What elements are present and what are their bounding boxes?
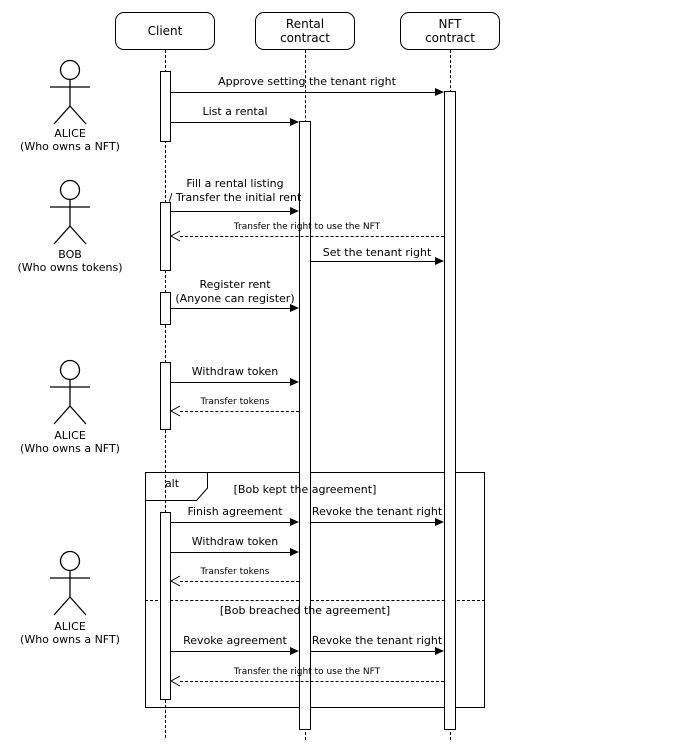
revoke-tenant-message-line [311,651,436,652]
participant-box-client: Client [115,12,215,50]
activation-bar-client-2 [160,202,171,271]
transfer-right-message-label: Transfer the right to use the NFT [233,222,381,232]
transfer-right-message-line [180,681,444,682]
transfer-tokens-message-line [180,411,299,412]
withdraw-token-message-line [171,552,291,553]
activation-bar-nft-contract [444,91,456,730]
finish-agreement-message-label: Finish agreement [187,505,283,518]
fill-listing-message-line [171,211,291,212]
open-arrowhead-icon [170,675,181,687]
transfer-tokens-message-label: Transfer tokens [200,567,270,577]
fill-listing-message-label: Fill a rental listing / Transfer the ini… [168,177,302,204]
actor-bob-icon [50,179,90,245]
filled-arrowhead-icon [290,304,299,312]
filled-arrowhead-icon [290,207,299,215]
alt-operator-pentagon-icon [145,472,208,501]
activation-bar-client-5 [160,512,171,700]
alt-fragment-frame [145,472,485,708]
open-arrowhead-icon [170,405,181,417]
participant-box-nft-contract: NFT contract [400,12,500,50]
finish-agreement-message-line [171,522,291,523]
filled-arrowhead-icon [435,88,444,96]
register-rent-message-line [171,308,291,309]
filled-arrowhead-icon [290,647,299,655]
revoke-agreement-message-label: Revoke agreement [183,634,287,647]
open-arrowhead-icon [170,575,181,587]
actor-name-label: BOB [58,248,82,261]
transfer-tokens-message-label: Transfer tokens [200,397,270,407]
list-rental-message-label: List a rental [202,105,268,118]
revoke-agreement-message-line [171,651,291,652]
filled-arrowhead-icon [435,518,444,526]
participant-box-rental-contract: Rental contract [255,12,355,50]
actor-name-label: ALICE [54,620,86,633]
revoke-tenant-message-line [311,522,436,523]
alt-guard-breached-label: [Bob breached the agreement] [219,604,391,617]
approve-message-label: Approve setting the tenant right [218,75,396,88]
filled-arrowhead-icon [290,378,299,386]
alt-operator-label: alt [164,477,180,490]
filled-arrowhead-icon [435,647,444,655]
transfer-right-message-line [180,236,444,237]
alt-divider [145,600,485,601]
actor-role-label: (Who owns a NFT) [20,633,120,646]
filled-arrowhead-icon [290,118,299,126]
actor-alice-icon [50,550,90,616]
open-arrowhead-icon [170,230,181,242]
activation-bar-client-1 [160,71,171,142]
actor-name-label: ALICE [54,429,86,442]
alt-guard-kept-label: [Bob kept the agreement] [233,483,377,496]
actor-alice-icon [50,359,90,425]
list-rental-message-line [171,122,291,123]
revoke-tenant-message-label: Revoke the tenant right [311,505,443,518]
set-tenant-message-line [311,261,436,262]
filled-arrowhead-icon [435,257,444,265]
transfer-tokens-message-line [180,581,299,582]
revoke-tenant-message-label: Revoke the tenant right [311,634,443,647]
withdraw-token-message-label: Withdraw token [191,365,279,378]
actor-role-label: (Who owns a NFT) [20,140,120,153]
activation-bar-rental-contract [299,121,311,730]
actor-role-label: (Who owns tokens) [17,261,123,274]
filled-arrowhead-icon [290,548,299,556]
filled-arrowhead-icon [290,518,299,526]
transfer-right-message-label: Transfer the right to use the NFT [233,667,381,677]
actor-alice-icon [50,59,90,125]
activation-bar-client-4 [160,362,171,430]
set-tenant-message-label: Set the tenant right [322,246,432,259]
register-rent-message-label: Register rent (Anyone can register) [175,278,295,305]
approve-message-line [171,92,436,93]
actor-name-label: ALICE [54,127,86,140]
withdraw-token-message-line [171,382,291,383]
withdraw-token-message-label: Withdraw token [191,535,279,548]
actor-role-label: (Who owns a NFT) [20,442,120,455]
activation-bar-client-3 [160,292,171,325]
